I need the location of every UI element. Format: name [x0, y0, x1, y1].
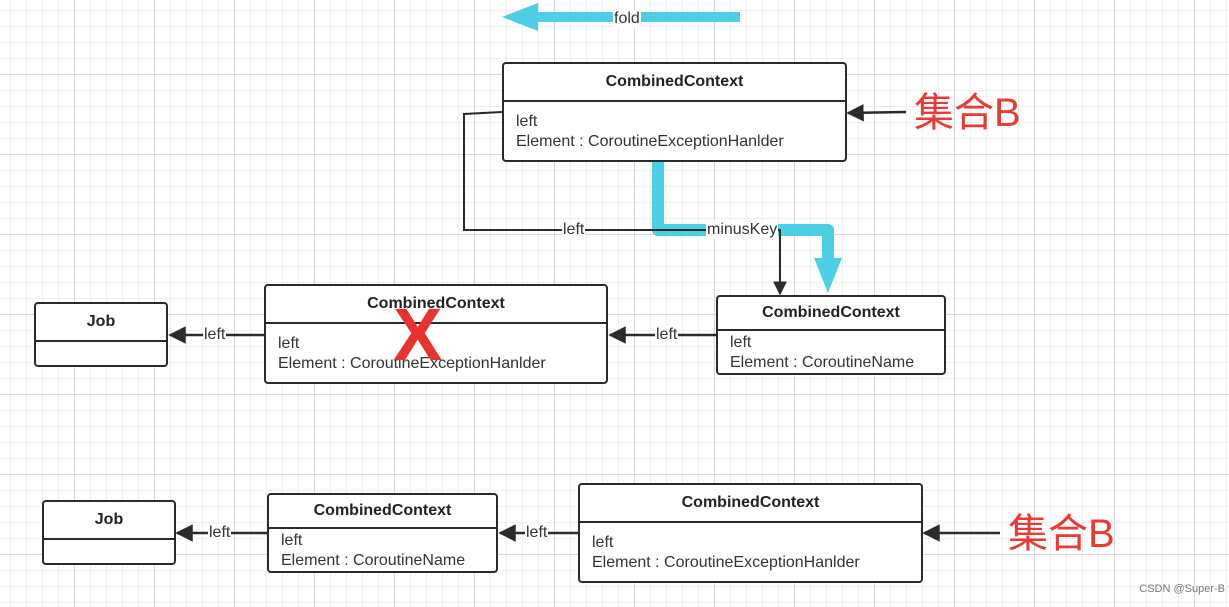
- set-b-note-top: 集合B: [914, 91, 1021, 135]
- watermark: CSDN @Super-B: [1139, 583, 1225, 595]
- node-field-element: Element : CoroutineName: [281, 552, 466, 569]
- bottom-mid-left-link-label: left: [208, 524, 232, 542]
- job-node-mid[interactable]: Job: [34, 302, 168, 367]
- node-title: CombinedContext: [504, 64, 845, 102]
- node-title: Job: [44, 502, 174, 540]
- node-title: CombinedContext: [718, 297, 944, 331]
- bottom-right-left-link-label: left: [525, 524, 549, 542]
- set-b-note-bottom: 集合B: [1008, 512, 1115, 556]
- minus-key-label: minusKey: [706, 221, 779, 239]
- node-field-left: left: [516, 113, 538, 130]
- combined-context-top[interactable]: CombinedContext left Element : Coroutine…: [502, 62, 847, 162]
- node-field-element: Element : CoroutineExceptionHanlder: [592, 554, 860, 571]
- mid-removed-left-link-label: left: [203, 326, 227, 344]
- top-left-link-label: left: [562, 221, 586, 239]
- node-field-left: left: [278, 335, 300, 352]
- removed-x-mark: X: [393, 293, 443, 376]
- mid-right-left-link-label: left: [655, 326, 679, 344]
- combined-context-removed[interactable]: CombinedContext left Element : Coroutine…: [264, 284, 608, 384]
- node-title: CombinedContext: [269, 495, 496, 529]
- combined-context-bottom-right[interactable]: CombinedContext left Element : Coroutine…: [578, 483, 923, 583]
- combined-context-bottom-mid[interactable]: CombinedContext left Element : Coroutine…: [267, 493, 498, 573]
- node-field-element: Element : CoroutineName: [730, 354, 915, 371]
- set-b-arrow-top: [846, 103, 907, 122]
- node-title: Job: [36, 304, 166, 342]
- combined-context-mid-right[interactable]: CombinedContext left Element : Coroutine…: [716, 295, 946, 375]
- top-left-link: [463, 111, 787, 296]
- job-node-bottom[interactable]: Job: [42, 500, 176, 565]
- node-field-left: left: [592, 534, 614, 551]
- node-title: CombinedContext: [580, 485, 921, 523]
- fold-label: fold: [613, 10, 641, 28]
- node-field-element: Element : CoroutineExceptionHanlder: [278, 355, 546, 372]
- node-field-left: left: [730, 334, 752, 351]
- node-field-element: Element : CoroutineExceptionHanlder: [516, 133, 784, 150]
- node-title: CombinedContext: [266, 286, 606, 324]
- node-field-left: left: [281, 532, 303, 549]
